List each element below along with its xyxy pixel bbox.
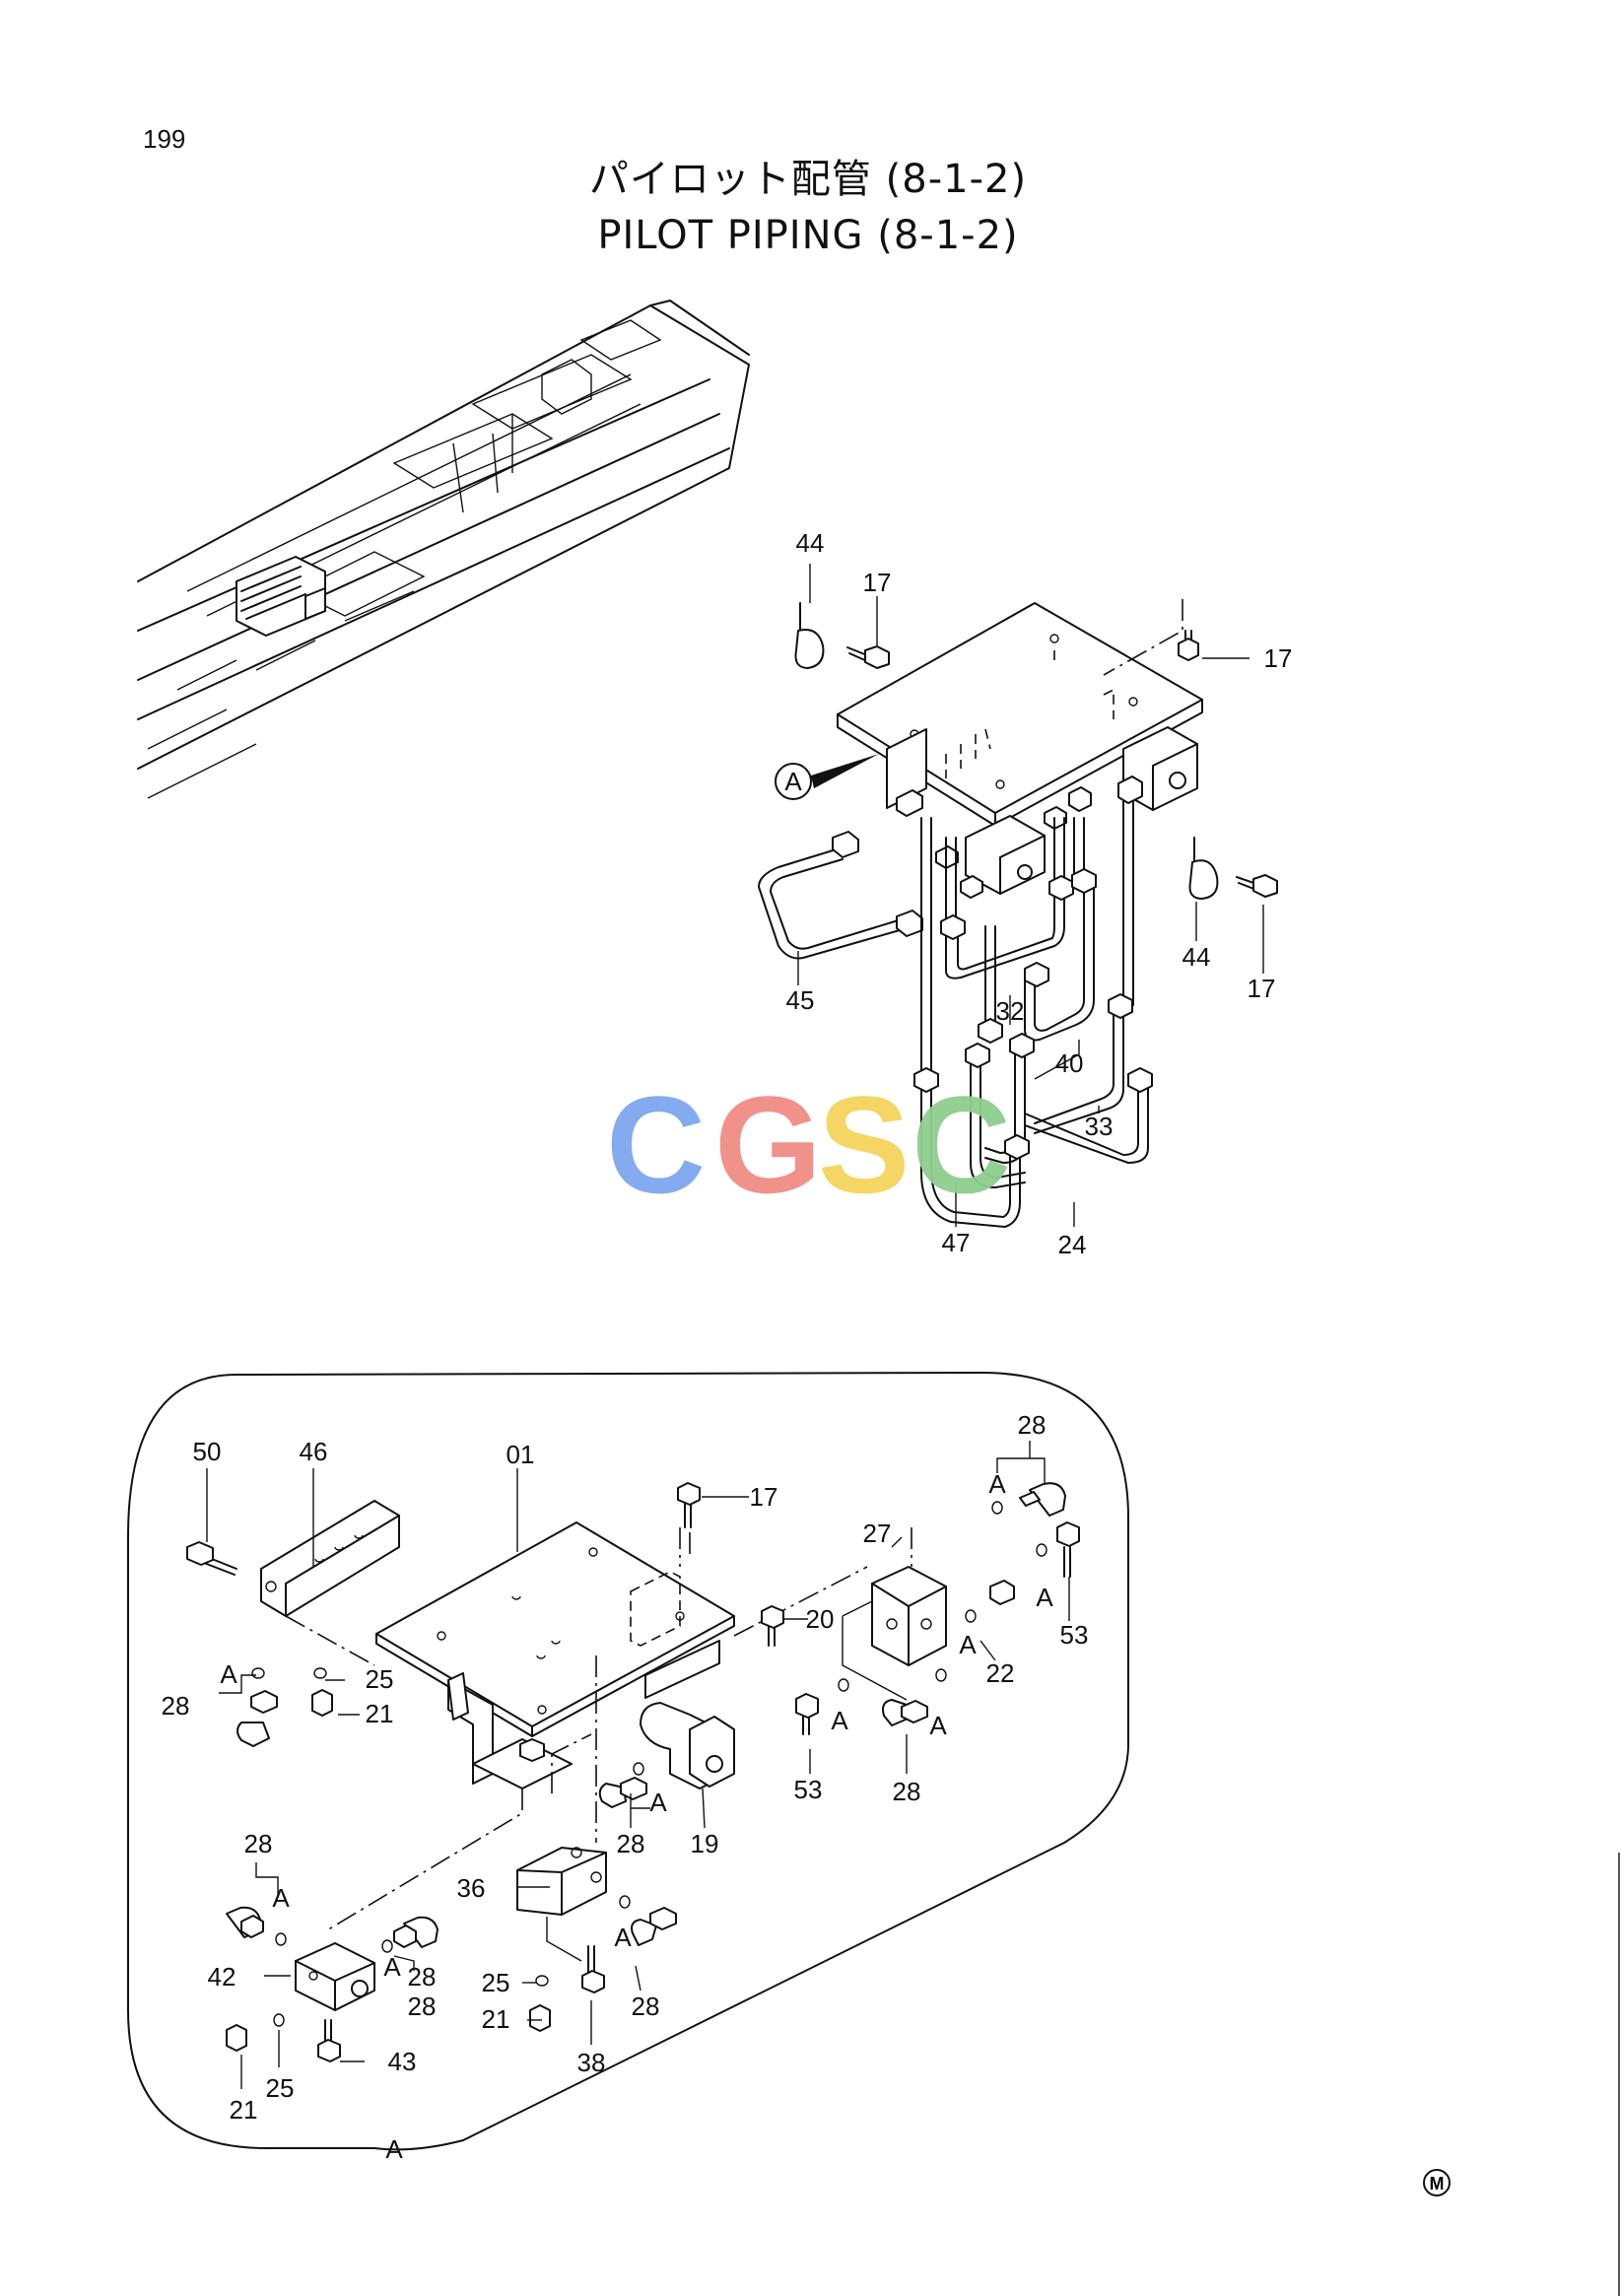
bolt-17-right — [1178, 630, 1199, 661]
label-a-6: A — [929, 1711, 947, 1740]
label-46: 46 — [300, 1437, 328, 1466]
clamp-44-top — [794, 602, 825, 669]
label-28-lower-left: 28 — [244, 1829, 273, 1858]
label-28-bottom-right: 28 — [893, 1777, 921, 1806]
label-17-top: 17 — [863, 568, 892, 597]
callout-a-pointer — [811, 754, 879, 788]
label-20: 20 — [806, 1604, 835, 1634]
label-19: 19 — [691, 1829, 719, 1858]
label-32: 32 — [996, 996, 1025, 1026]
label-28-top-right: 28 — [1018, 1410, 1047, 1440]
machine-overview-illustration — [137, 300, 750, 799]
label-50: 50 — [193, 1437, 222, 1466]
label-53-right: 53 — [1060, 1620, 1089, 1650]
label-33: 33 — [1085, 1112, 1114, 1141]
label-a-2: A — [1036, 1583, 1053, 1612]
manufacturer-mark-circle — [1423, 2169, 1451, 2196]
detail-a-illustration — [186, 1441, 1080, 2089]
top-assembly-illustration: A — [758, 564, 1278, 1228]
callout-a-letter: A — [784, 767, 802, 796]
watermark-letter-s: S — [818, 1067, 910, 1222]
label-17-detail: 17 — [750, 1482, 778, 1512]
label-21-center: 21 — [482, 2004, 510, 2034]
label-47: 47 — [942, 1228, 971, 1257]
manufacturer-mark-letter: M — [1430, 2174, 1445, 2194]
label-36: 36 — [457, 1873, 486, 1903]
label-17-lower-right: 17 — [1248, 974, 1276, 1003]
label-22: 22 — [986, 1658, 1015, 1688]
label-a-7: A — [649, 1788, 667, 1817]
label-42: 42 — [208, 1962, 236, 1992]
label-28-left: 28 — [162, 1691, 190, 1721]
watermark-letter-g: G — [714, 1067, 822, 1222]
watermark-letter-c2: C — [912, 1067, 1011, 1222]
label-a-9: A — [383, 1952, 401, 1982]
label-44-top: 44 — [796, 528, 825, 558]
bolt-17-top — [846, 645, 890, 669]
label-28-below-42: 28 — [408, 1992, 437, 2021]
bolt-17-lower-right — [1236, 874, 1278, 898]
label-01: 01 — [507, 1440, 535, 1469]
page-number: 199 — [143, 124, 185, 154]
label-43: 43 — [388, 2047, 417, 2076]
label-21-left: 21 — [366, 1699, 394, 1728]
title-english: PILOT PIPING (8-1-2) — [597, 213, 1018, 258]
label-24: 24 — [1058, 1230, 1087, 1259]
label-17-right: 17 — [1264, 643, 1293, 673]
label-a-5: A — [831, 1706, 848, 1735]
label-25-center: 25 — [482, 1968, 510, 1997]
label-a-4: A — [220, 1659, 237, 1689]
label-28-center: 28 — [617, 1829, 645, 1858]
cgsc-watermark: C G S C — [606, 1067, 1011, 1222]
label-a-10: A — [614, 1923, 632, 1952]
pilot-valve-highlight — [236, 556, 326, 637]
label-44-right: 44 — [1182, 942, 1211, 972]
label-53-bottom: 53 — [794, 1775, 823, 1804]
label-28-right-of-36: 28 — [632, 1992, 660, 2021]
label-a-1: A — [988, 1469, 1006, 1499]
label-40: 40 — [1055, 1048, 1084, 1078]
label-25-left: 25 — [366, 1664, 394, 1694]
label-25-bottom: 25 — [266, 2073, 295, 2103]
title-japanese: パイロット配管 (8-1-2) — [589, 157, 1027, 202]
clamp-44-right — [1188, 837, 1219, 900]
label-a-3: A — [959, 1630, 977, 1659]
label-27: 27 — [863, 1519, 892, 1548]
label-38: 38 — [577, 2048, 606, 2077]
label-21-bottom: 21 — [230, 2095, 258, 2125]
label-a-8: A — [272, 1883, 290, 1913]
label-45: 45 — [786, 985, 815, 1015]
detail-a-frame — [127, 1372, 1129, 2151]
callout-a-circle — [775, 763, 812, 800]
watermark-letter-c1: C — [606, 1067, 706, 1222]
label-28-right-of-42: 28 — [408, 1962, 437, 1992]
detail-a-label: A — [385, 2134, 403, 2164]
